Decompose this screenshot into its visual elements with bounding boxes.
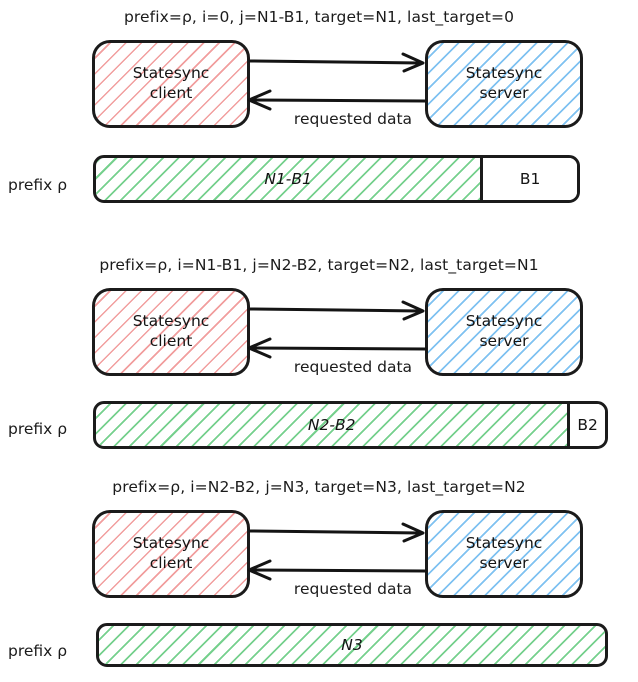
server-label-line1: Statesync xyxy=(465,534,543,553)
step-1-group: prefix=ρ, i=0, j=N1-B1, target=N1, last_… xyxy=(0,0,638,225)
step-3-response-arrow xyxy=(247,559,428,581)
server-label-line2: server xyxy=(479,84,529,102)
step-3-header: prefix=ρ, i=N2-B2, j=N3, target=N3, last… xyxy=(112,478,526,496)
step-3-request-arrow xyxy=(248,522,425,543)
step-1-header: prefix=ρ, i=0, j=N1-B1, target=N1, last_… xyxy=(123,8,515,26)
client-label-line2: client xyxy=(149,554,193,572)
client-label-line2: client xyxy=(149,84,193,102)
server-label-line1: Statesync xyxy=(465,312,543,331)
step-1-bar-filled-segment: N1-B1 xyxy=(96,158,484,200)
step-1-requested-data-label: requested data xyxy=(293,110,413,128)
step-2-bar-empty-label: B2 xyxy=(577,416,598,434)
step-3-statesync-client-node: Statesync client xyxy=(92,510,250,598)
step-1-statesync-server-node: Statesync server xyxy=(425,40,583,128)
step-2-response-arrow xyxy=(247,337,428,359)
step-1-bar-filled-label: N1-B1 xyxy=(264,170,312,188)
step-2-requested-data-label: requested data xyxy=(293,358,413,376)
step-2-bar-empty-segment: B2 xyxy=(570,404,605,446)
client-label-line2: client xyxy=(149,332,193,350)
step-3-bar-filled-label: N3 xyxy=(341,636,363,654)
step-3-prefix-bar: N3 xyxy=(96,623,608,667)
step-3-requested-data-label: requested data xyxy=(293,580,413,598)
step-1-statesync-client-node: Statesync client xyxy=(92,40,250,128)
step-1-prefix-bar: N1-B1 B1 xyxy=(93,155,580,203)
server-label-line2: server xyxy=(479,554,529,572)
step-2-header: prefix=ρ, i=N1-B1, j=N2-B2, target=N2, l… xyxy=(99,256,539,274)
client-label-line1: Statesync xyxy=(132,312,210,331)
step-3-bar-filled-segment: N3 xyxy=(99,626,605,664)
step-1-bar-empty-segment: B1 xyxy=(483,158,577,200)
step-2-request-arrow xyxy=(248,300,425,321)
step-2-prefix-label: prefix ρ xyxy=(8,420,68,438)
step-2-statesync-server-node: Statesync server xyxy=(425,288,583,376)
step-2-group: prefix=ρ, i=N1-B1, j=N2-B2, target=N2, l… xyxy=(0,228,638,456)
client-label-line1: Statesync xyxy=(132,64,210,83)
step-1-prefix-label: prefix ρ xyxy=(8,176,68,194)
step-1-response-arrow xyxy=(247,89,428,111)
server-label-line2: server xyxy=(479,332,529,350)
client-label-line1: Statesync xyxy=(132,534,210,553)
step-3-statesync-server-node: Statesync server xyxy=(425,510,583,598)
step-2-bar-filled-segment: N2-B2 xyxy=(96,404,571,446)
step-1-request-arrow xyxy=(248,52,425,73)
step-2-statesync-client-node: Statesync client xyxy=(92,288,250,376)
step-1-bar-empty-label: B1 xyxy=(519,170,541,188)
step-3-group: prefix=ρ, i=N2-B2, j=N3, target=N3, last… xyxy=(0,456,638,682)
step-2-prefix-bar: N2-B2 B2 xyxy=(93,401,608,449)
step-3-prefix-label: prefix ρ xyxy=(8,642,68,660)
step-2-bar-filled-label: N2-B2 xyxy=(307,416,356,434)
server-label-line1: Statesync xyxy=(465,64,543,83)
